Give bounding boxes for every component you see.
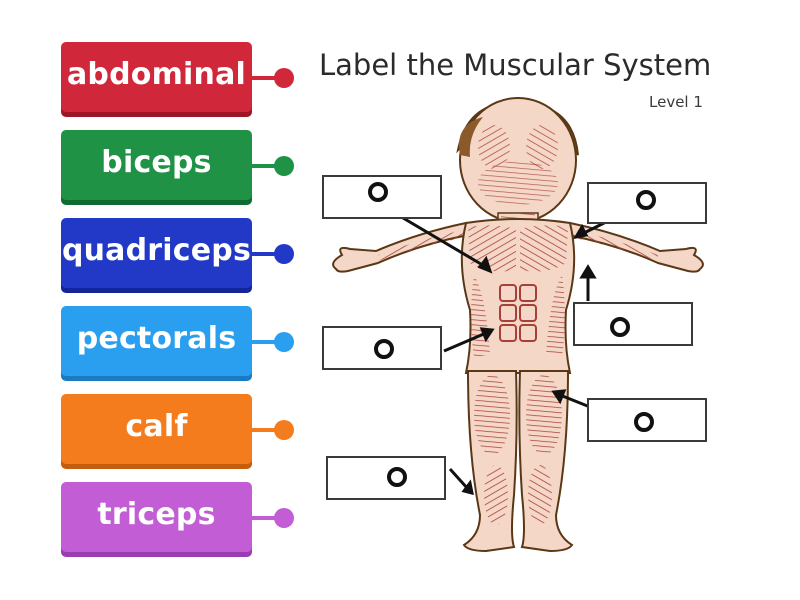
drop-zone-6[interactable] (326, 456, 446, 500)
label-chip-pectorals[interactable]: pectorals (61, 306, 252, 376)
drop-target-2[interactable] (636, 190, 656, 210)
drop-target-3[interactable] (610, 317, 630, 337)
label-chip-text: pectorals (76, 320, 237, 356)
muscular-system-figure (332, 97, 704, 553)
connector-biceps[interactable] (252, 154, 296, 178)
drop-target-1[interactable] (368, 182, 388, 202)
label-chip-biceps[interactable]: biceps (61, 130, 252, 200)
label-chip-text: triceps (97, 496, 216, 532)
label-chip-text: abdominal (66, 56, 247, 92)
figure-abdominals (499, 284, 537, 342)
label-chip-triceps[interactable]: triceps (61, 482, 252, 552)
connector-abdominal[interactable] (252, 66, 296, 90)
label-chip-text: biceps (101, 144, 212, 180)
label-chip-abdominal[interactable]: abdominal (61, 42, 252, 112)
label-chip-text: calf (125, 408, 188, 444)
label-chip-calf[interactable]: calf (61, 394, 252, 464)
drop-zone-3[interactable] (573, 302, 693, 346)
drop-target-5[interactable] (634, 412, 654, 432)
connector-quadriceps[interactable] (252, 242, 296, 266)
worksheet-title: Label the Muscular System (319, 48, 712, 82)
drop-target-6[interactable] (387, 467, 407, 487)
drop-target-4[interactable] (374, 339, 394, 359)
label-chip-text: quadriceps (61, 232, 252, 268)
worksheet-level: Level 1 (649, 93, 703, 111)
connector-calf[interactable] (252, 418, 296, 442)
connector-pectorals[interactable] (252, 330, 296, 354)
label-chip-quadriceps[interactable]: quadriceps (61, 218, 252, 288)
connector-triceps[interactable] (252, 506, 296, 530)
